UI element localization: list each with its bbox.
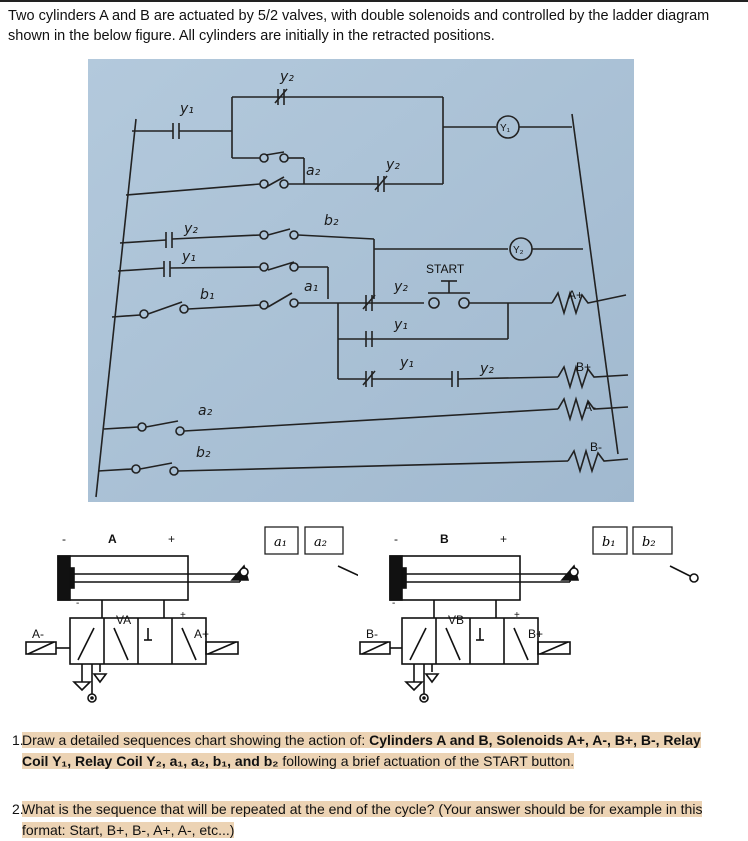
ladder-diagram: y₂ y₁ a₂ y₂ b₂ y₂ y₁ b₁ a₁ y₂ y₁ y₁ y₂ a… — [88, 59, 634, 502]
switch-a1-label: a₁ — [274, 535, 287, 550]
cylinder-a-diagram: - A + - + VA A- A+ a₁ a₂ — [25, 526, 358, 703]
solenoid-b-plus-label: B+ — [576, 360, 591, 374]
label-y1-rung1: y₁ — [179, 101, 194, 117]
cyl-b-name: B — [440, 532, 449, 546]
label-b2: b₂ — [324, 213, 339, 229]
question-1: 1. Draw a detailed sequences chart showi… — [12, 730, 722, 772]
label-a1: a₁ — [304, 279, 318, 295]
question-2-text: What is the sequence that will be repeat… — [22, 801, 703, 838]
cyl-a-minus-port: - — [76, 598, 79, 609]
switch-b1-label: b₁ — [602, 535, 616, 550]
label-y2-rung6: y₂ — [479, 361, 494, 377]
cyl-a-name: A — [108, 532, 117, 546]
switch-b2-label: b₂ — [642, 535, 656, 550]
switch-a1-box — [264, 526, 299, 555]
cyl-a-plus-port: + — [180, 610, 186, 621]
coil-y1-label: Y₁ — [500, 123, 511, 134]
coil-y2-label: Y₂ — [513, 245, 524, 256]
solenoid-a-plus-label: A+ — [568, 288, 583, 302]
cylinder-b-diagram: - B + - + VB B- B+ b₁ b₂ — [359, 526, 699, 703]
ladder-diagram-photo: y₂ y₁ a₂ y₂ b₂ y₂ y₁ b₁ a₁ y₂ y₁ y₁ y₂ a… — [88, 59, 634, 502]
label-y2-top: y₂ — [279, 69, 294, 85]
solenoid-a-minus-label: A- — [584, 400, 596, 414]
label-y2-rung3: y₂ — [183, 221, 198, 237]
switch-b2-box — [632, 526, 673, 555]
question-1-text: Draw a detailed sequences chart showing … — [22, 732, 701, 769]
label-y2-rung5: y₂ — [393, 279, 408, 295]
label-b2-rung8: b₂ — [196, 445, 211, 461]
label-y1-rung5: y₁ — [393, 317, 408, 333]
question-2: 2. What is the sequence that will be rep… — [12, 799, 722, 841]
solenoid-b-minus-label: B- — [590, 440, 602, 454]
valve-vb-label: VB — [448, 613, 464, 627]
cyl-b-plus: + — [500, 532, 507, 546]
question-2-number: 2. — [12, 801, 24, 817]
switch-a2-label: a₂ — [314, 535, 327, 550]
sol-a-minus-label: A- — [32, 627, 44, 641]
label-y2-rung2: y₂ — [385, 157, 400, 173]
problem-statement: Two cylinders A and B are actuated by 5/… — [8, 8, 710, 44]
label-y1-rung4: y₁ — [181, 249, 196, 265]
cyl-b-minus-port: - — [392, 598, 395, 609]
label-a2-rung1: a₂ — [306, 163, 321, 179]
switch-a2-box — [304, 526, 344, 555]
switch-b1-box — [592, 526, 628, 555]
sol-b-plus-label: B+ — [528, 627, 543, 641]
sol-b-minus-label: B- — [366, 627, 378, 641]
cyl-b-plus-port: + — [514, 610, 520, 621]
label-start: START — [426, 262, 465, 276]
valve-va-label: VA — [116, 613, 131, 627]
cyl-b-minus: - — [394, 532, 398, 546]
cyl-a-plus: + — [168, 532, 175, 546]
label-b1: b₁ — [200, 287, 215, 303]
label-a2-rung7: a₂ — [198, 403, 213, 419]
top-rule — [0, 0, 748, 2]
cyl-a-minus: - — [62, 532, 66, 546]
question-1-number: 1. — [12, 732, 24, 748]
label-y1-rung6: y₁ — [399, 355, 414, 371]
